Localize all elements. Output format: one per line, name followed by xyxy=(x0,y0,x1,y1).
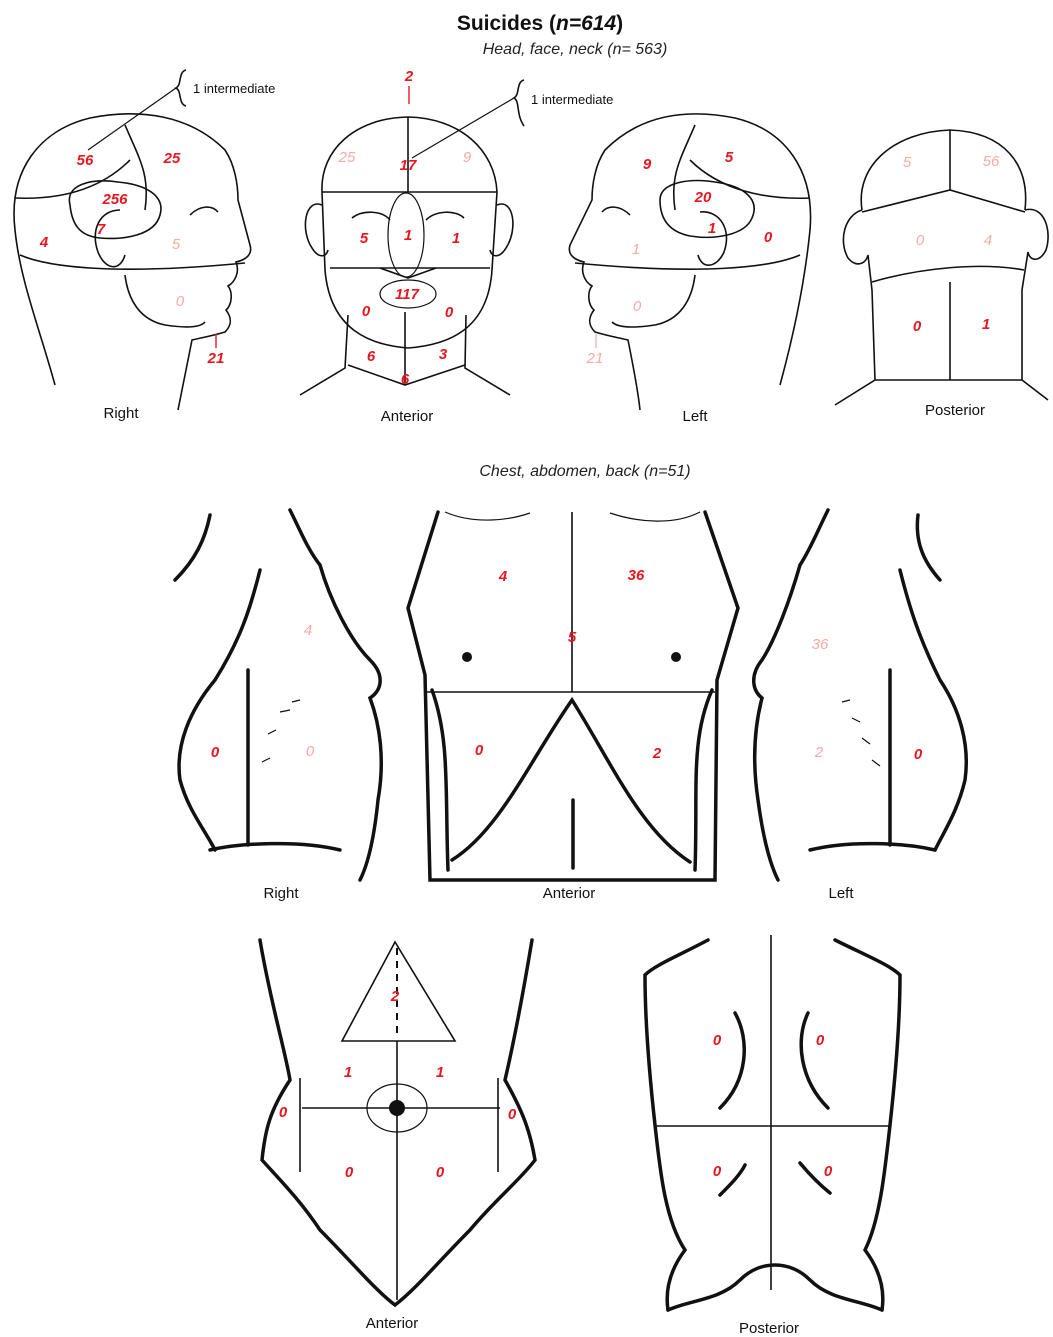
view-label: Right xyxy=(103,405,139,422)
head-posterior-value: 4 xyxy=(984,232,992,249)
chest-right-view: 4 0 0 Right xyxy=(175,510,381,902)
head-anterior-value: 6 xyxy=(401,371,410,388)
head-right-value: 0 xyxy=(176,293,185,310)
brace-icon xyxy=(176,70,186,106)
head-posterior-value: 5 xyxy=(903,154,912,171)
title-prefix: Suicides ( xyxy=(457,12,556,35)
figure-title: Suicides (n=614) xyxy=(457,12,623,35)
head-anterior-value: 5 xyxy=(360,230,369,247)
chest-right-value: 4 xyxy=(304,622,312,639)
intermediate-note: 1 intermediate xyxy=(531,92,613,107)
head-right-value: 7 xyxy=(97,221,106,238)
head-posterior-value: 1 xyxy=(982,316,990,333)
view-label: Anterior xyxy=(366,1315,419,1332)
abdomen-anterior-value: 0 xyxy=(345,1164,354,1181)
title-suffix: ) xyxy=(616,12,623,35)
head-anterior-value: 17 xyxy=(400,157,417,174)
chest-anterior-value: 36 xyxy=(628,567,645,584)
head-left-view: 9 5 20 1 0 1 0 21 Left xyxy=(569,114,810,425)
head-posterior-value: 0 xyxy=(913,318,922,335)
chest-right-value: 0 xyxy=(211,744,220,761)
chest-right-value: 0 xyxy=(306,743,315,760)
head-anterior-value: 25 xyxy=(338,149,356,166)
head-anterior-value: 0 xyxy=(362,303,371,320)
head-posterior-value: 0 xyxy=(916,232,925,249)
nipple-icon xyxy=(462,652,472,662)
chest-anterior-value: 2 xyxy=(652,745,662,762)
chest-left-value: 0 xyxy=(914,746,923,763)
intermediate-note: 1 intermediate xyxy=(193,81,275,96)
head-anterior-value: 2 xyxy=(404,68,414,85)
chest-left-view: 36 2 0 Left xyxy=(754,510,967,902)
view-label: Anterior xyxy=(543,885,596,902)
head-anterior-value: 1 xyxy=(404,227,412,244)
head-left-value: 20 xyxy=(694,189,712,206)
head-anterior-value: 0 xyxy=(445,304,454,321)
view-label: Posterior xyxy=(925,402,985,419)
back-posterior-value: 0 xyxy=(713,1163,722,1180)
head-left-value: 0 xyxy=(633,298,642,315)
brace-icon xyxy=(514,80,524,126)
chest-anterior-value: 5 xyxy=(568,629,577,646)
head-anterior-value: 117 xyxy=(395,286,420,303)
chest-left-value: 36 xyxy=(812,636,829,653)
head-left-value: 1 xyxy=(632,241,640,258)
chest-anterior-value: 4 xyxy=(498,568,508,585)
head-right-value: 5 xyxy=(172,236,181,253)
head-left-value: 0 xyxy=(764,229,773,246)
head-posterior-view: 5 56 0 4 0 1 Posterior xyxy=(835,130,1048,419)
back-posterior-value: 0 xyxy=(816,1032,825,1049)
back-posterior-value: 0 xyxy=(713,1032,722,1049)
head-right-value: 4 xyxy=(39,234,49,251)
back-posterior-value: 0 xyxy=(824,1163,833,1180)
abdomen-anterior-value: 0 xyxy=(279,1104,288,1121)
head-right-view: 56 25 256 4 7 5 0 21 Right 1 intermediat… xyxy=(14,70,275,422)
chest-section-subtitle: Chest, abdomen, back (n=51) xyxy=(479,463,690,480)
head-right-value: 21 xyxy=(207,350,225,367)
head-left-value: 21 xyxy=(586,350,604,367)
head-left-value: 1 xyxy=(708,220,716,237)
head-right-value: 25 xyxy=(163,150,181,167)
chest-anterior-view: 4 36 5 0 2 Anterior xyxy=(408,512,738,902)
head-posterior-value: 56 xyxy=(983,153,1000,170)
head-left-value: 9 xyxy=(643,156,652,173)
view-label: Right xyxy=(263,885,299,902)
abdomen-anterior-value: 1 xyxy=(344,1064,352,1081)
title-n: n=614 xyxy=(556,12,616,35)
head-anterior-value: 6 xyxy=(367,348,376,365)
abdomen-anterior-value: 0 xyxy=(508,1106,517,1123)
view-label: Left xyxy=(682,408,708,425)
view-label: Anterior xyxy=(381,408,434,425)
head-anterior-value: 3 xyxy=(439,346,448,363)
abdomen-anterior-value: 0 xyxy=(436,1164,445,1181)
abdomen-anterior-view: 2 1 1 0 0 0 0 Anterior xyxy=(260,940,535,1332)
abdomen-anterior-value: 1 xyxy=(436,1064,444,1081)
head-anterior-value: 1 xyxy=(452,230,460,247)
back-posterior-view: 0 0 0 0 Posterior xyxy=(645,935,900,1337)
head-right-value: 56 xyxy=(77,152,94,169)
head-anterior-view: 2 25 17 9 5 1 1 117 0 0 6 3 6 Anterior 1… xyxy=(300,68,613,425)
view-label: Left xyxy=(828,885,854,902)
head-section-subtitle: Head, face, neck (n= 563) xyxy=(483,41,668,58)
head-right-value: 256 xyxy=(101,191,128,208)
chest-anterior-value: 0 xyxy=(475,742,484,759)
head-anterior-value: 9 xyxy=(463,149,472,166)
nipple-icon xyxy=(671,652,681,662)
head-left-value: 5 xyxy=(725,149,734,166)
abdomen-anterior-value: 2 xyxy=(390,988,400,1005)
chest-left-value: 2 xyxy=(814,744,824,761)
view-label: Posterior xyxy=(739,1320,799,1337)
navel-icon xyxy=(389,1100,405,1116)
